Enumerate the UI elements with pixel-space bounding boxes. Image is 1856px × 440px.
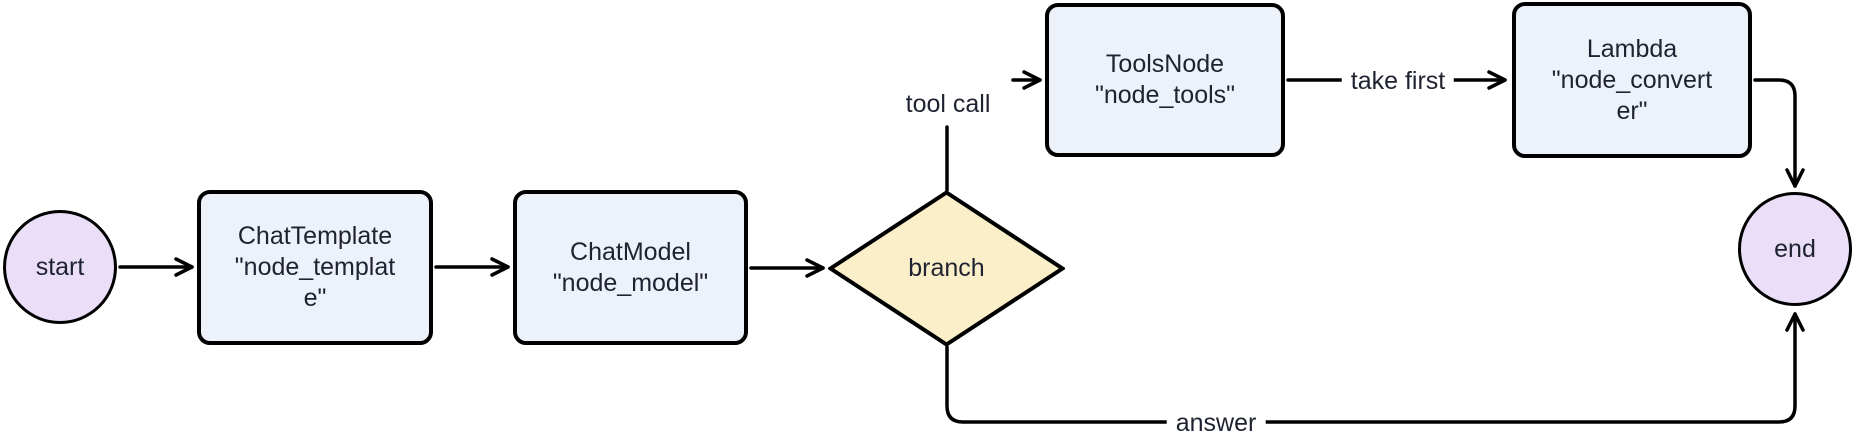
node-chat-template: ChatTemplate "node_templat e": [197, 190, 433, 345]
node-chat-model-line1: ChatModel: [570, 237, 691, 266]
node-chat-model-line2: "node_model": [552, 268, 709, 297]
node-lambda-converter: Lambda "node_convert er": [1512, 2, 1752, 158]
node-end: end: [1738, 192, 1852, 306]
node-chat-template-line1: ChatTemplate: [237, 222, 393, 250]
node-branch-label: branch: [908, 254, 985, 282]
node-chat-template-line2: "node_templat: [234, 253, 396, 281]
branch-diamond-polygon: [828, 190, 1065, 347]
node-tools-line1: ToolsNode: [1105, 50, 1225, 78]
edge-label-answer: answer: [1166, 406, 1266, 440]
node-branch: branch: [828, 190, 1065, 347]
node-lambda-converter-line2: "node_convert: [1551, 65, 1713, 94]
edge-converter-to-end: [1753, 78, 1805, 188]
branch-diamond-shape: [828, 190, 1065, 347]
node-start: start: [3, 210, 117, 324]
node-tools-label: ToolsNode "node_tools": [1095, 49, 1235, 111]
edge-label-take-first: take first: [1341, 64, 1455, 98]
node-start-label: start: [35, 252, 85, 281]
node-lambda-converter-line3: er": [1616, 96, 1648, 125]
edge-branch-to-end: [945, 312, 1805, 424]
node-chat-template-line3: e": [303, 284, 327, 312]
node-chat-model-label: ChatModel "node_model": [553, 237, 708, 299]
node-lambda-converter-label: Lambda "node_convert er": [1552, 34, 1712, 127]
edge-label-tool-call: tool call: [896, 87, 1000, 121]
node-end-label: end: [1774, 234, 1816, 263]
node-chat-template-label: ChatTemplate "node_templat e": [235, 221, 395, 314]
node-tools-line2: "node_tools": [1094, 81, 1236, 109]
node-tools: ToolsNode "node_tools": [1045, 3, 1285, 157]
node-chat-model: ChatModel "node_model": [513, 190, 748, 345]
node-lambda-converter-line1: Lambda: [1586, 34, 1678, 63]
